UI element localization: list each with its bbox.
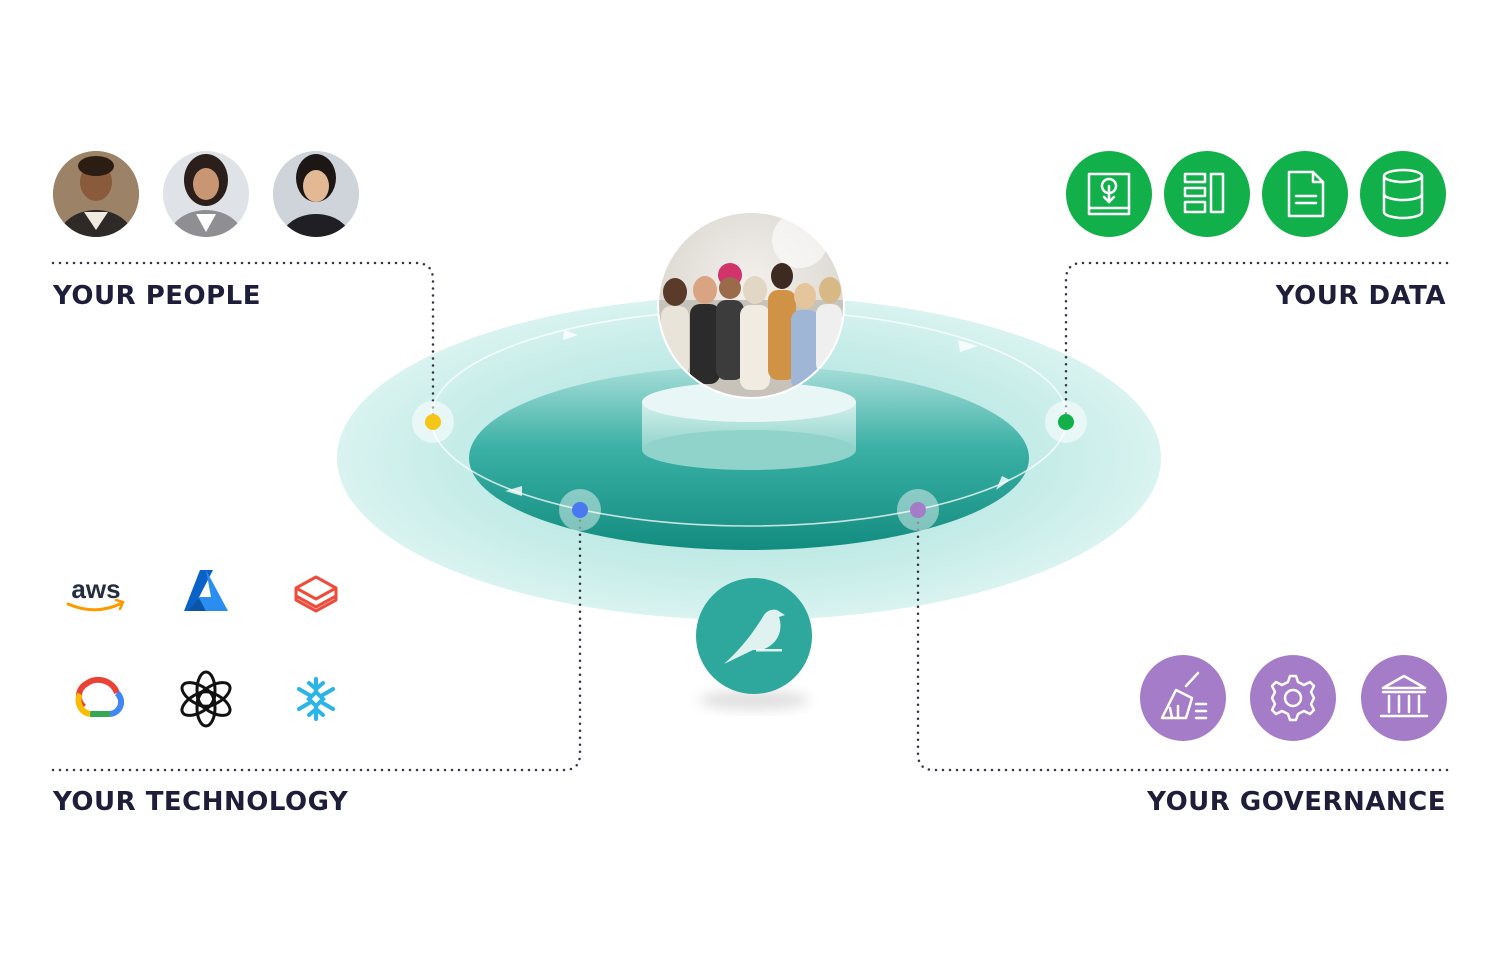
- svg-text:aws: aws: [71, 574, 120, 604]
- azure-logo: [184, 570, 228, 611]
- your-technology-label: YOUR TECHNOLOGY: [53, 787, 349, 817]
- orbit-arrow: [958, 340, 978, 352]
- database-icon: [1360, 151, 1446, 237]
- data-connector: [1064, 261, 1449, 424]
- person-avatar: [163, 151, 249, 237]
- aws-logo: aws: [66, 574, 125, 612]
- google-cloud-logo: [75, 676, 125, 717]
- person-avatar: [53, 151, 139, 237]
- data-lake-icon: [1066, 151, 1152, 237]
- your-people-label: YOUR PEOPLE: [53, 281, 261, 311]
- people-connector: [51, 261, 435, 424]
- governance-node: [897, 489, 939, 531]
- bird-icon: [696, 578, 812, 694]
- snowflake-logo: [297, 677, 335, 721]
- dashboard-columns-icon: [1164, 151, 1250, 237]
- orbit-arrow: [563, 330, 578, 340]
- broom-icon: [1140, 655, 1226, 741]
- your-data-label: YOUR DATA: [1275, 281, 1446, 311]
- institution-icon: [1361, 655, 1447, 741]
- technology-node: [559, 489, 601, 531]
- document-icon: [1262, 151, 1348, 237]
- orbit-arrow: [505, 486, 522, 496]
- person-avatar: [273, 151, 359, 237]
- pedestal: [642, 382, 856, 470]
- openai-logo: [180, 670, 232, 728]
- gear-icon: [1250, 655, 1336, 741]
- your-governance-label: YOUR GOVERNANCE: [1147, 787, 1446, 817]
- data-node: [1045, 401, 1087, 443]
- governance-connector: [916, 508, 1449, 772]
- technology-connector: [51, 508, 582, 772]
- people-node: [412, 401, 454, 443]
- databricks-logo: [294, 575, 338, 613]
- orbit-arrow: [996, 476, 1010, 490]
